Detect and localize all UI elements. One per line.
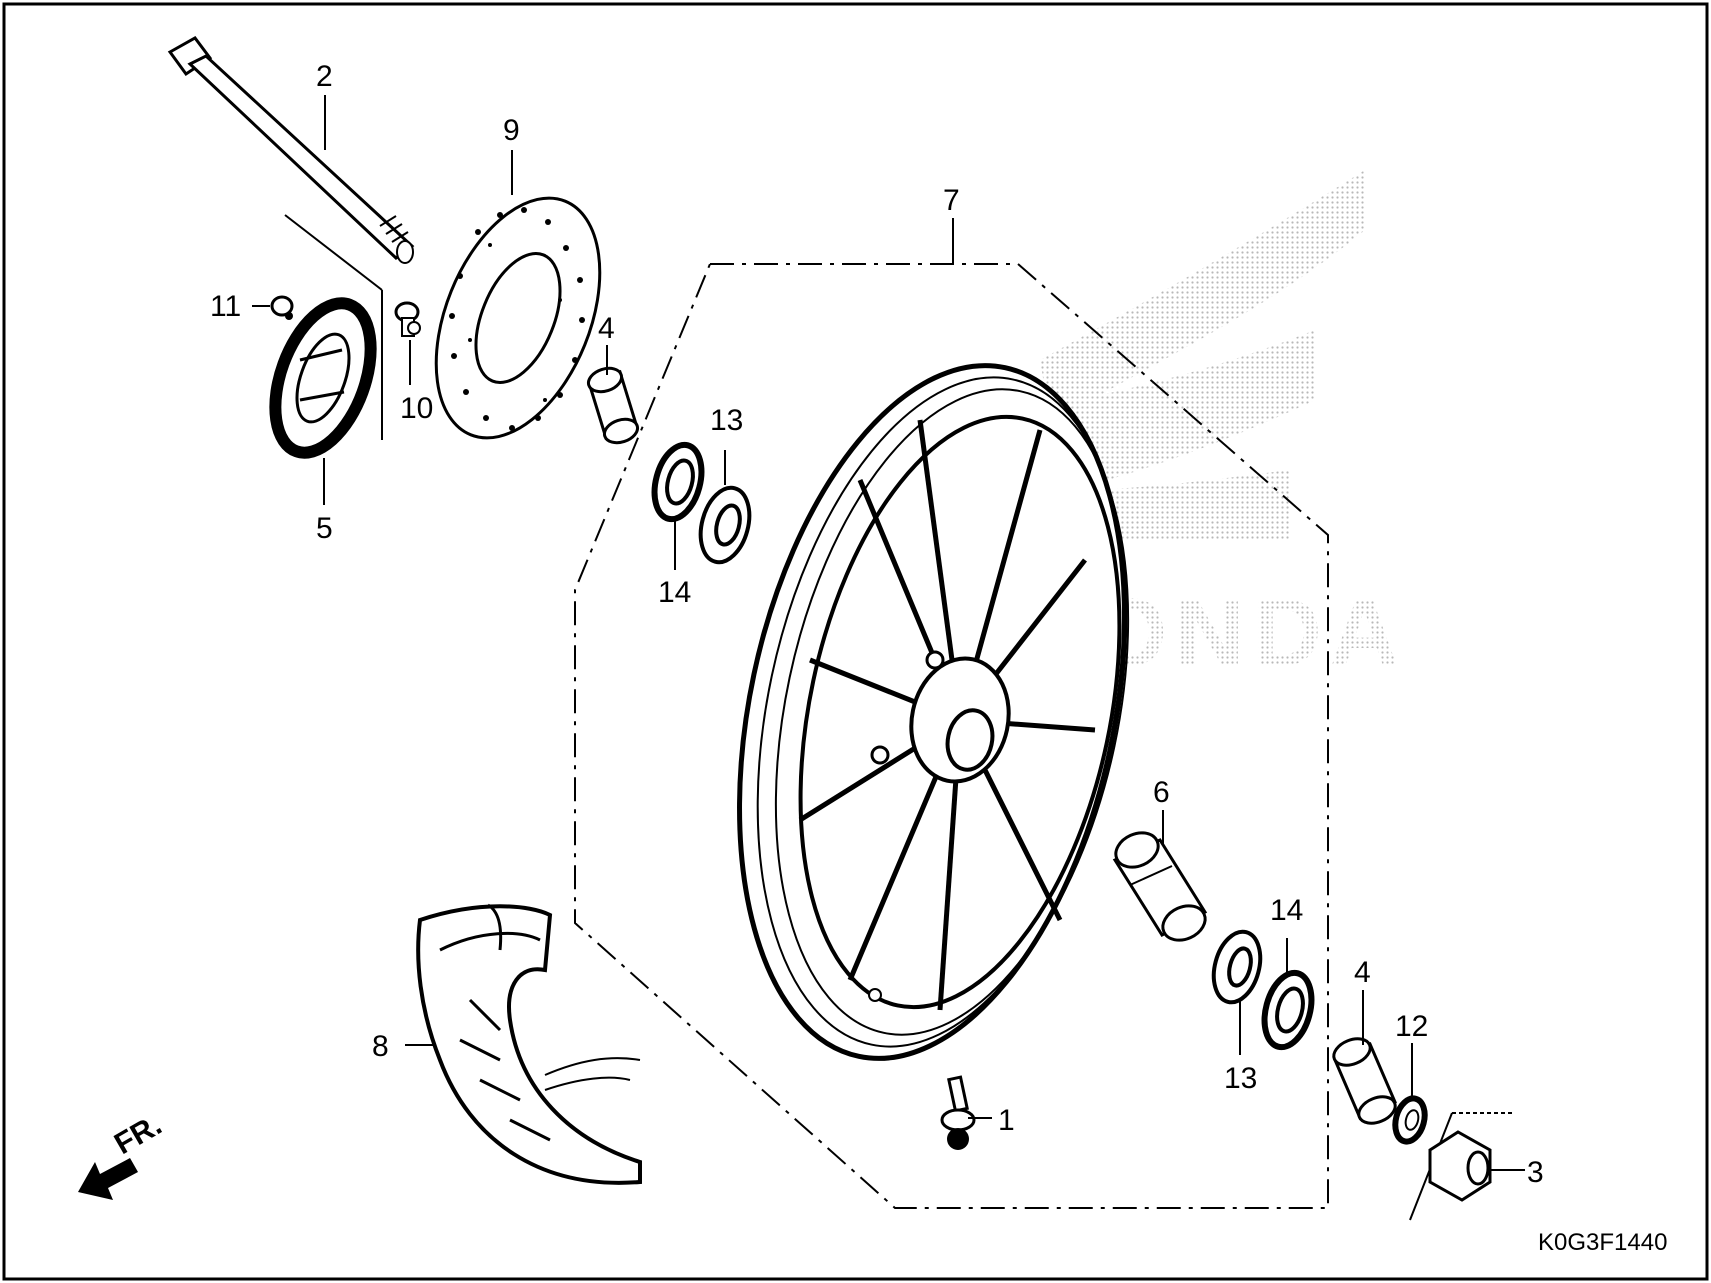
wheel-assembly-boundary: [574, 263, 1329, 1209]
callout-5: 5: [316, 512, 333, 545]
front-arrow-icon: [78, 1158, 138, 1200]
callout-4-upper: 4: [598, 312, 615, 345]
dust-seal-13-upper: [698, 485, 752, 565]
callout-6: 6: [1153, 776, 1170, 809]
bearing-14-upper: [651, 441, 705, 523]
bearing-14-lower: [1261, 969, 1315, 1051]
bolt-10: [394, 301, 421, 337]
tire-valve-1: [940, 1075, 976, 1150]
axle-nut-3: [1428, 1130, 1492, 1202]
callout-9: 9: [503, 114, 520, 147]
callout-13-lower: 13: [1224, 1062, 1257, 1095]
spacer-6: [1112, 831, 1208, 942]
diagram-code: K0G3F1440: [1538, 1229, 1667, 1256]
callout-7: 7: [943, 184, 960, 217]
callout-11: 11: [210, 290, 241, 323]
tire-8: [416, 903, 642, 1185]
brake-disc-9: [434, 196, 602, 440]
callout-13-upper: 13: [710, 404, 743, 437]
front-direction-indicator: FR.: [78, 1108, 167, 1200]
callout-14-upper: 14: [658, 576, 691, 609]
callout-1: 1: [998, 1104, 1015, 1137]
callout-12: 12: [1395, 1010, 1428, 1043]
washer-12: [1392, 1095, 1428, 1145]
collar-4-upper: [586, 366, 640, 445]
leader-lines: [252, 95, 1525, 1171]
callout-14-lower: 14: [1270, 894, 1303, 927]
front-axle: [167, 36, 415, 264]
honda-wing-logo: [1020, 170, 1365, 540]
callout-8: 8: [372, 1030, 389, 1063]
front-direction-label: FR.: [109, 1108, 167, 1161]
callout-4-lower: 4: [1354, 956, 1371, 989]
bolt-11: [270, 295, 294, 320]
separator-line-upper: [284, 214, 383, 291]
callout-10: 10: [400, 392, 433, 425]
front-wheel-7: [737, 363, 1130, 1061]
collar-4-lower: [1332, 1037, 1397, 1125]
dust-seal-13-lower: [1211, 929, 1263, 1005]
callout-3: 3: [1527, 1156, 1544, 1189]
callout-2: 2: [316, 60, 333, 93]
disc-cover-5: [269, 297, 377, 459]
